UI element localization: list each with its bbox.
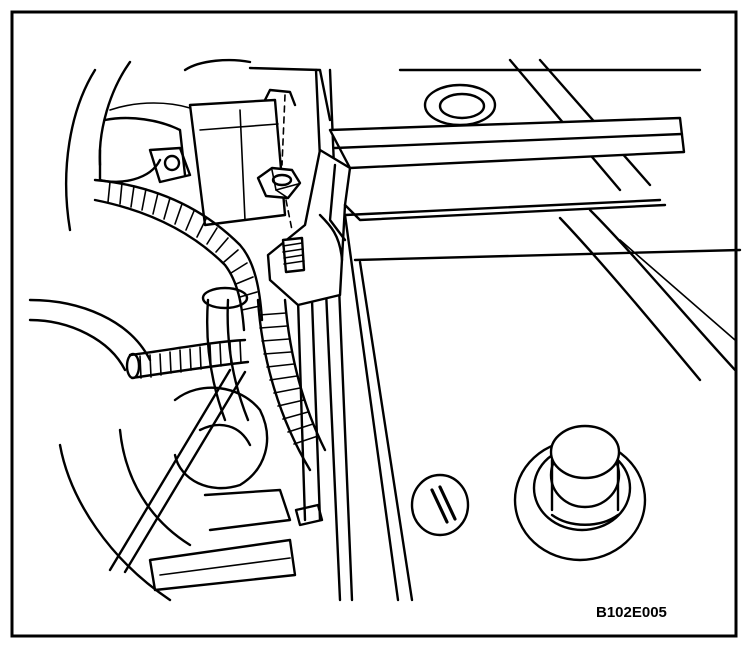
battery-case <box>343 58 742 602</box>
wiring-harness <box>93 178 327 472</box>
engine-background <box>28 58 332 602</box>
figure-frame <box>10 10 738 638</box>
figure-reference-code: B102E005 <box>596 604 667 621</box>
hold-down-clamp <box>266 116 686 307</box>
clamp-nut <box>256 94 302 231</box>
clamp-stud <box>281 236 306 274</box>
